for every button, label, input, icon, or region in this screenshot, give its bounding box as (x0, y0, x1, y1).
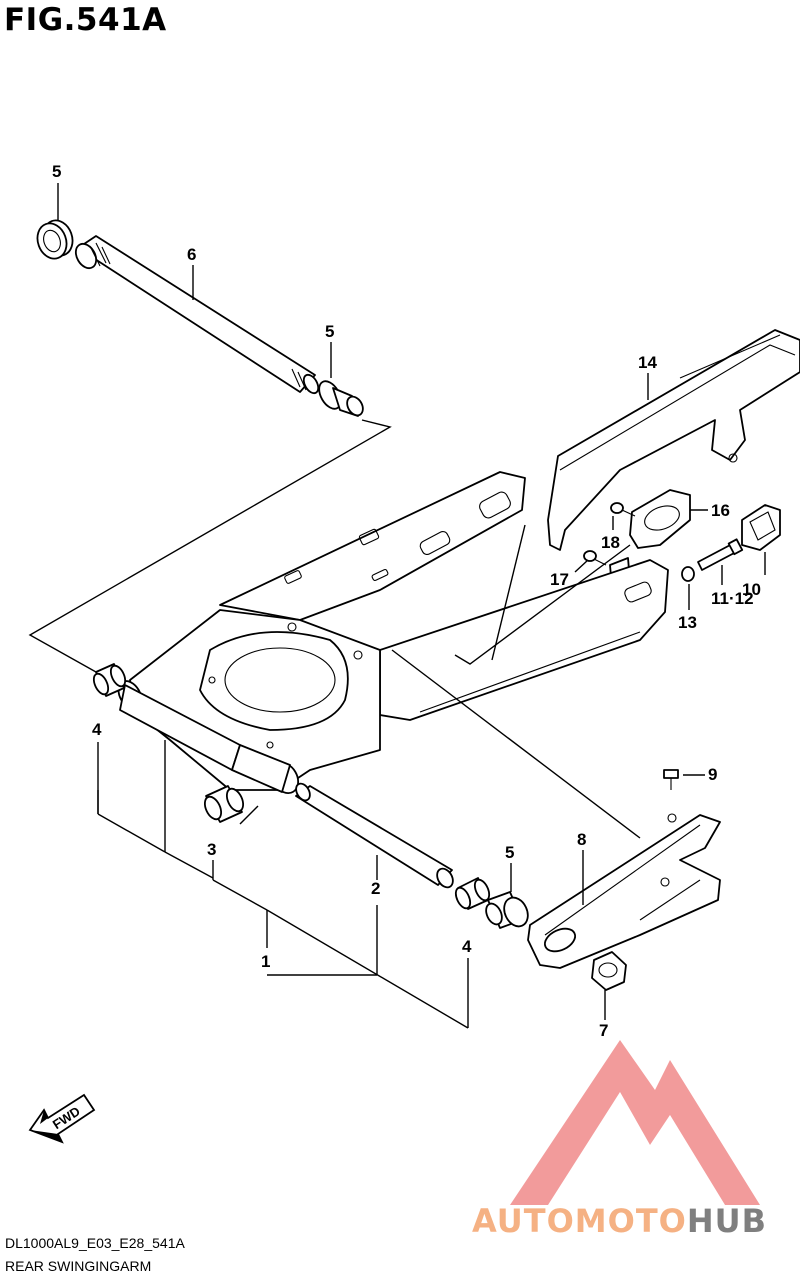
callout-13: 11·12 (711, 589, 754, 608)
figure-title: FIG.541A (4, 2, 167, 38)
part-7-lock-nut (36, 219, 74, 260)
part-16-bolt (583, 550, 607, 566)
part-5-collar-top (318, 380, 364, 417)
part-8-nut (591, 951, 627, 991)
callout-9: 8 (577, 830, 586, 849)
callout-15: 14 (638, 353, 657, 372)
callout-2: 2 (371, 879, 380, 898)
part-14-washer (681, 566, 695, 582)
watermark-logo-icon (510, 1040, 760, 1205)
part-4-bearing-right (454, 877, 491, 910)
part-4-bearing-left (92, 663, 127, 697)
part-11-12-adjuster-block (741, 504, 781, 551)
callout-labels: 5 6 5 14 16 18 17 11·12 10 13 4 9 3 8 5 … (52, 162, 761, 1040)
fwd-arrow-icon: FWD (28, 1093, 96, 1144)
part-13-adjuster-bolt (697, 538, 744, 571)
part-3-bearing (203, 785, 245, 823)
callout-8: 7 (599, 1021, 608, 1040)
part-1-swingarm (117, 471, 669, 794)
part-15-chain-cover (547, 329, 800, 551)
callout-16: 17 (550, 570, 569, 589)
callout-6: 6 (187, 245, 196, 264)
part-18-bolt (610, 502, 636, 517)
callout-1: 1 (261, 952, 270, 971)
leader-lines (28, 183, 766, 1029)
callout-5-bottom: 5 (505, 843, 514, 862)
callout-4-left: 4 (92, 720, 102, 739)
figure-caption: REAR SWINGINGARM (5, 1258, 152, 1274)
part-2-spacer (295, 782, 454, 889)
callout-4-right: 4 (462, 937, 472, 956)
figure-code: DL1000AL9_E03_E28_541A (5, 1235, 185, 1251)
watermark-brand: AUTOMOTOHUB (472, 1202, 767, 1240)
callout-17: 16 (711, 501, 730, 520)
callout-18: 18 (601, 533, 620, 552)
part-10-screw (663, 769, 679, 790)
part-5-collar-bottom (485, 891, 529, 929)
part-6-pivot-shaft (74, 235, 320, 395)
callout-14: 13 (678, 613, 697, 632)
callout-10: 9 (708, 765, 717, 784)
callout-7: 5 (52, 162, 61, 181)
callout-5-top: 5 (325, 322, 334, 341)
brand-part-1: AUTOMOTO (472, 1202, 687, 1240)
callout-11-12: 10 (742, 580, 761, 599)
part-9-chain-guide (527, 813, 721, 969)
brand-part-2: HUB (686, 1202, 768, 1240)
callout-3: 3 (207, 840, 216, 859)
